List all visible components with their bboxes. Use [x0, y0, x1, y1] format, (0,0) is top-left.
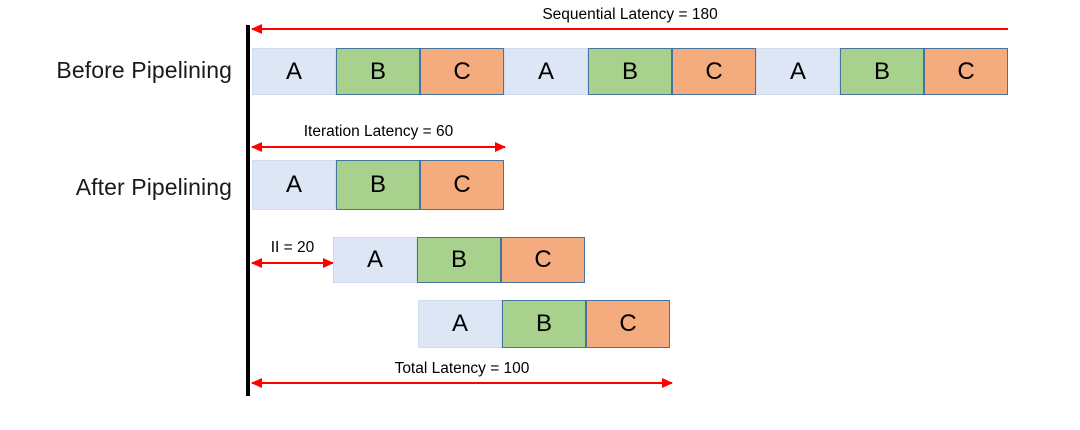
before-pipelining-row: A B C A B C A B C [252, 48, 1008, 95]
stage-block-b: B [840, 48, 924, 95]
arrow-head-right-icon [495, 141, 506, 152]
total-latency-arrow [251, 377, 673, 388]
initiation-interval-label: II = 20 [270, 239, 315, 256]
stage-block-b: B [502, 300, 586, 348]
stage-block-a: A [504, 48, 588, 95]
arrow-line [252, 28, 1008, 30]
arrow-line [252, 262, 333, 264]
stage-block-c: C [672, 48, 756, 95]
iteration-latency-label: Iteration Latency = 60 [303, 123, 454, 140]
stage-block-b: B [336, 160, 420, 210]
arrow-line [252, 146, 505, 148]
stage-block-c: C [420, 160, 504, 210]
stage-block-c: C [586, 300, 670, 348]
stage-block-c: C [924, 48, 1008, 95]
after-pipelining-iteration-3-row: A B C [418, 300, 670, 348]
sequential-latency-label: Sequential Latency = 180 [542, 6, 718, 23]
arrow-head-left-icon [251, 377, 262, 388]
arrow-head-right-icon [323, 257, 334, 268]
total-latency-label: Total Latency = 100 [394, 360, 530, 377]
stage-block-c: C [420, 48, 504, 95]
stage-block-a: A [252, 48, 336, 95]
iteration-latency-arrow [251, 141, 506, 152]
stage-block-b: B [417, 237, 501, 283]
time-axis [246, 25, 250, 396]
stage-block-a: A [418, 300, 502, 348]
after-pipelining-iteration-1-row: A B C [252, 160, 504, 210]
arrow-head-right-icon [662, 377, 673, 388]
initiation-interval-arrow [251, 257, 334, 268]
arrow-head-left-icon [251, 23, 262, 34]
arrow-line [252, 382, 672, 384]
stage-block-a: A [252, 160, 336, 210]
stage-block-c: C [501, 237, 585, 283]
arrow-head-left-icon [251, 141, 262, 152]
row-label-after-pipelining: After Pipelining [75, 174, 232, 200]
row-label-before-pipelining: Before Pipelining [56, 57, 232, 83]
stage-block-b: B [588, 48, 672, 95]
stage-block-a: A [756, 48, 840, 95]
after-pipelining-iteration-2-row: A B C [333, 237, 585, 283]
arrow-head-left-icon [251, 257, 262, 268]
stage-block-b: B [336, 48, 420, 95]
stage-block-a: A [333, 237, 417, 283]
sequential-latency-arrow [251, 23, 1008, 34]
